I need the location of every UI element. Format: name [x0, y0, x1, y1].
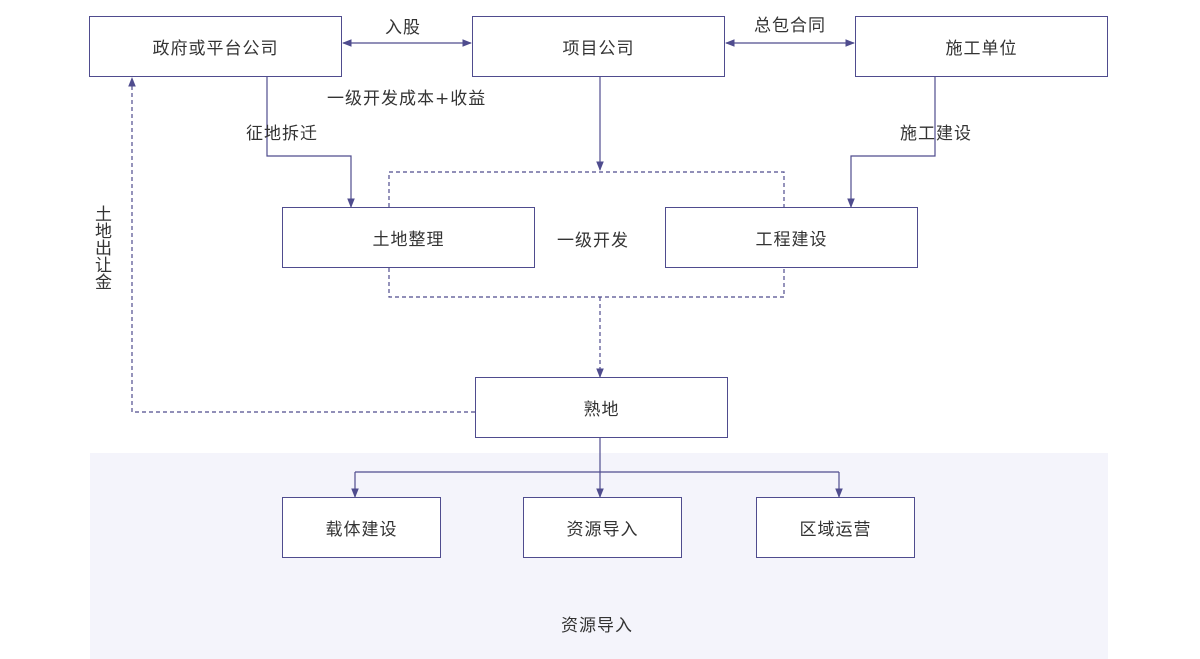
demolition-arrow	[266, 77, 355, 208]
land-consolidation-node: 土地整理	[282, 207, 535, 268]
engineering-node: 工程建设	[665, 207, 918, 268]
cooked-land-node: 熟地	[475, 377, 728, 438]
project-company-node: 项目公司	[472, 16, 725, 77]
general-contract-label: 总包合同	[754, 16, 826, 36]
construction-unit-node: 施工单位	[855, 16, 1108, 77]
resource-import-label: 资源导入	[566, 520, 639, 540]
panel-title: 资源导入	[561, 616, 633, 636]
cooked-land-label: 熟地	[583, 400, 620, 420]
equity-label: 入股	[385, 18, 421, 38]
land-fee-arrow	[128, 77, 475, 413]
carrier-construction-node: 载体建设	[282, 497, 441, 558]
government-node: 政府或平台公司	[89, 16, 342, 77]
construction-work-label: 施工建设	[900, 124, 972, 144]
regional-operation-label: 区域运营	[799, 520, 872, 540]
regional-operation-node: 区域运营	[756, 497, 915, 558]
cost-return-label: 一级开发成本+收益	[327, 89, 487, 109]
land-transfer-fee-label: 土地出让金	[91, 205, 111, 290]
government-label: 政府或平台公司	[152, 39, 279, 59]
construction-unit-label: 施工单位	[945, 39, 1018, 59]
demolition-label: 征地拆迁	[246, 124, 318, 144]
engineering-label: 工程建设	[755, 230, 828, 250]
resource-import-node: 资源导入	[523, 497, 682, 558]
primary-dev-frame-bottom	[388, 268, 785, 298]
construction-arrow	[847, 77, 936, 208]
carrier-construction-label: 载体建设	[325, 520, 398, 540]
land-consolidation-label: 土地整理	[372, 230, 445, 250]
project-company-label: 项目公司	[562, 39, 635, 59]
primary-development-label: 一级开发	[557, 231, 629, 251]
primary-dev-frame-top	[388, 171, 785, 207]
